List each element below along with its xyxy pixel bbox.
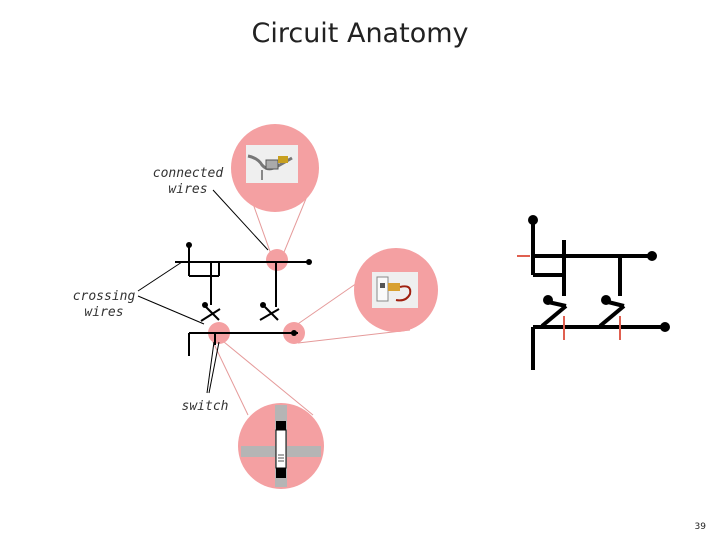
highlight-spots [208,249,305,344]
crossing-wires-label: crossing wires [72,289,136,320]
crossing-wires-zoom [354,248,438,332]
right-circuit [531,222,665,370]
page-number: 39 [694,522,706,532]
switch-zoom [238,403,324,489]
label-leader-lines [137,189,269,394]
slide-title: Circuit Anatomy [251,18,469,49]
left-circuit-nodes [186,242,312,336]
right-circuit-nodes [528,215,670,332]
relay-switch-icon [275,421,287,478]
plug-socket-photo-icon [376,276,412,302]
left-circuit [175,246,309,356]
wire-connector-photo-icon [247,154,293,180]
switch-label: switch [181,399,229,414]
connected-wires-zoom [231,124,319,212]
right-circuit-signal [517,255,621,340]
connected-wires-label: connected wires [152,166,224,197]
